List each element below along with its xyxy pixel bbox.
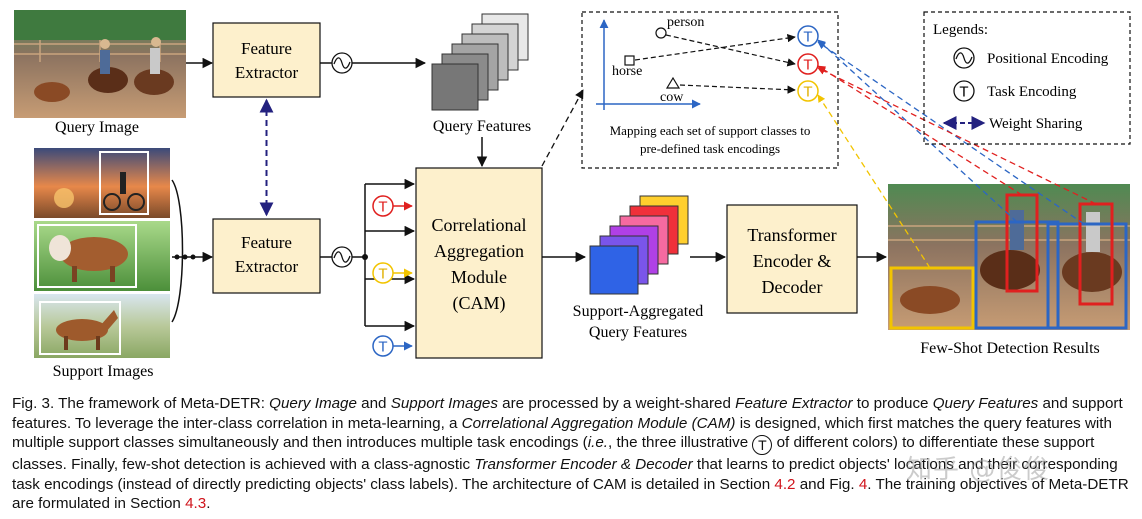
- class-cow: cow: [660, 90, 684, 105]
- arrow-cam-to-mapping: [541, 89, 584, 167]
- svg-text:T: T: [803, 84, 812, 101]
- support-aggregated-label-line2: Query Features: [589, 324, 687, 341]
- svg-text:Encoder &: Encoder &: [753, 251, 831, 271]
- svg-text:T: T: [959, 84, 968, 101]
- svg-text:T: T: [378, 199, 387, 216]
- svg-text:Decoder: Decoder: [762, 277, 823, 297]
- legend-positional-encoding: Positional Encoding: [987, 51, 1109, 67]
- few-shot-detection-results-image: [888, 184, 1130, 330]
- query-features-label: Query Features: [433, 118, 531, 135]
- legend-task-encoding: Task Encoding: [987, 84, 1077, 100]
- svg-text:Extractor: Extractor: [235, 257, 299, 276]
- support-image-cow: [34, 221, 170, 291]
- svg-text:T: T: [803, 29, 812, 46]
- support-bracket: [171, 179, 184, 323]
- class-person: person: [667, 15, 704, 30]
- mapping-caption-line2: pre-defined task encodings: [640, 141, 780, 156]
- task-encoding-red-icon: T: [372, 195, 413, 217]
- person-point: [655, 27, 667, 39]
- watermark: 知乎 @俊俊: [906, 455, 1051, 485]
- svg-text:T: T: [378, 266, 387, 283]
- svg-text:Module: Module: [451, 267, 507, 287]
- mapping-panel: person horse cow T T T Mapping each set …: [581, 11, 839, 169]
- query-image-label: Query Image: [55, 119, 139, 136]
- svg-text:Transformer: Transformer: [747, 225, 836, 245]
- figure-caption: Fig. 3. The framework of Meta-DETR: Quer…: [12, 395, 1129, 513]
- positional-encoding-icon: [320, 52, 353, 74]
- section-link[interactable]: 4.3: [185, 495, 207, 513]
- support-aggregated-label-line1: Support-Aggregated: [573, 303, 704, 320]
- support-aggregated-features-stack: [589, 195, 689, 295]
- legend: Legends: Positional Encoding T Task Enco…: [923, 11, 1131, 145]
- support-image-horse: [34, 294, 170, 358]
- framework-diagram: Query Image Support Images Feature Extra…: [14, 10, 1131, 380]
- task-encoding-icon: T: [752, 435, 773, 456]
- legend-weight-sharing: Weight Sharing: [989, 116, 1083, 132]
- svg-text:Feature: Feature: [241, 39, 292, 58]
- svg-text:Feature: Feature: [241, 233, 292, 252]
- svg-text:Correlational: Correlational: [432, 215, 527, 235]
- query-features-stack: [431, 13, 529, 111]
- section-link[interactable]: 4.2: [774, 475, 796, 493]
- task-encoding-icon: T: [953, 80, 975, 102]
- results-label: Few-Shot Detection Results: [920, 340, 1100, 357]
- figure-link[interactable]: 4: [858, 475, 868, 493]
- mapping-caption-line1: Mapping each set of support classes to: [610, 123, 811, 138]
- cow-point: [665, 76, 681, 89]
- task-to-detection-links: [817, 39, 1097, 269]
- task-encoding-yellow-icon: [797, 80, 819, 102]
- support-image-bike: [34, 148, 170, 218]
- svg-text:Aggregation: Aggregation: [434, 241, 524, 261]
- svg-text:Extractor: Extractor: [235, 63, 299, 82]
- cam-module: Correlational Aggregation Module (CAM): [415, 167, 543, 359]
- svg-text:T: T: [378, 339, 387, 356]
- task-encoding-red-icon: [797, 53, 819, 75]
- positional-encoding-icon: [953, 47, 975, 69]
- query-image: [14, 10, 186, 118]
- task-encoding-yellow-icon: T: [372, 262, 413, 284]
- feature-extractor-top: Feature Extractor: [212, 22, 321, 98]
- feature-extractor-bottom: Feature Extractor: [212, 218, 321, 294]
- class-horse: horse: [612, 64, 642, 79]
- task-encoding-blue-icon: [797, 25, 819, 47]
- task-encoding-blue-icon: T: [372, 335, 413, 357]
- svg-text:(CAM): (CAM): [453, 293, 506, 314]
- support-images-label: Support Images: [53, 363, 154, 380]
- legend-title: Legends:: [933, 22, 988, 38]
- positional-encoding-icon: [320, 246, 353, 268]
- horse-point: [624, 55, 635, 66]
- transformer-encoder-decoder: Transformer Encoder & Decoder: [726, 204, 858, 314]
- svg-text:T: T: [803, 57, 812, 74]
